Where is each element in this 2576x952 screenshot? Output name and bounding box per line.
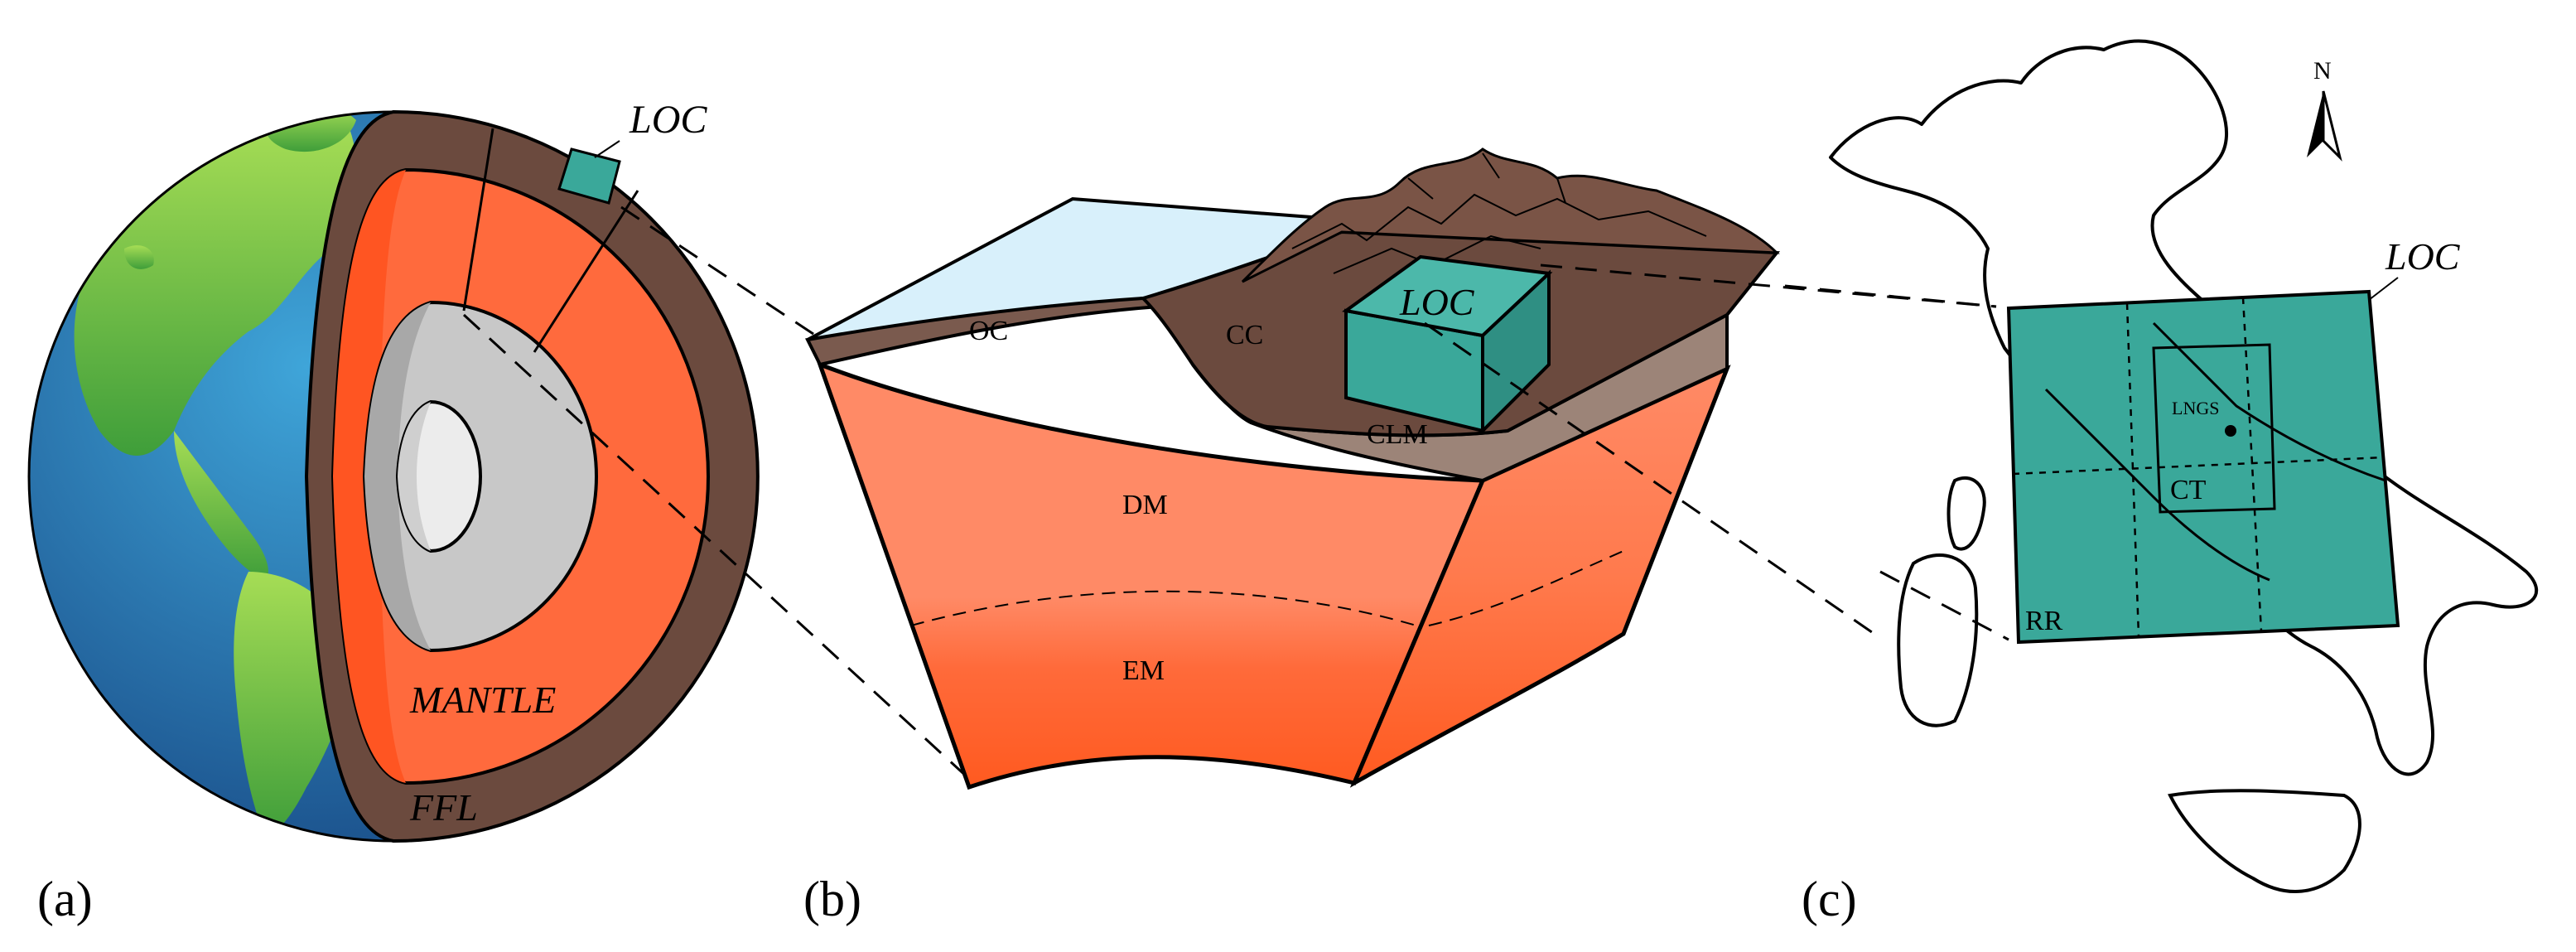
ct-box (2152, 343, 2276, 514)
panel-b: OC CC LOC CLM DM EM (b) (803, 147, 1997, 926)
cutaway (304, 109, 760, 843)
loc-label-b: LOC (1399, 281, 1475, 323)
north-arrow-icon (2307, 90, 2342, 162)
connector-a-b (462, 205, 971, 780)
dm-label: DM (1122, 490, 1168, 520)
connector-b-c (1784, 284, 2009, 641)
island-shape (124, 245, 154, 269)
panel-a: LOC MANTLE FFL (a) (27, 98, 760, 926)
rr-label: RR (2025, 606, 2063, 636)
clm-label: CLM (1367, 419, 1428, 450)
mantle-label: MANTLE (409, 679, 556, 721)
ct-label: CT (2170, 475, 2207, 505)
coast-inside-loc (2044, 321, 2386, 582)
cc-label: CC (1226, 320, 1263, 350)
panel-c-tag: (c) (1802, 872, 1857, 926)
oc-label: OC (969, 316, 1008, 346)
sardinia-outline (1897, 553, 1979, 727)
loc-region (2006, 289, 2400, 645)
loc-label-c: LOC (2385, 235, 2461, 278)
panel-b-tag: (b) (803, 872, 861, 926)
central-america-shape (174, 431, 268, 580)
sicily-outline (2167, 789, 2361, 893)
lngs-marker (2225, 425, 2236, 437)
loc-block-side (1481, 269, 1551, 435)
inner-core-shade (398, 402, 431, 551)
loc-grid (2012, 297, 2385, 637)
panel-c: N LOC LNGS CT RR (c) (1784, 39, 2539, 926)
mountain-range (1241, 147, 1780, 283)
dm-em-boundary (910, 550, 1624, 626)
corsica-outline (1946, 476, 1986, 551)
loc-patch-a (557, 147, 621, 205)
mantle-right-face (1349, 365, 1731, 788)
panel-a-tag: (a) (37, 872, 93, 926)
em-label: EM (1122, 655, 1165, 686)
north-label: N (2313, 57, 2332, 85)
loc-label-a: LOC (629, 98, 707, 142)
ffl-label: FFL (409, 786, 478, 829)
lngs-label: LNGS (2172, 398, 2219, 418)
mantle-front-face (816, 360, 1486, 790)
